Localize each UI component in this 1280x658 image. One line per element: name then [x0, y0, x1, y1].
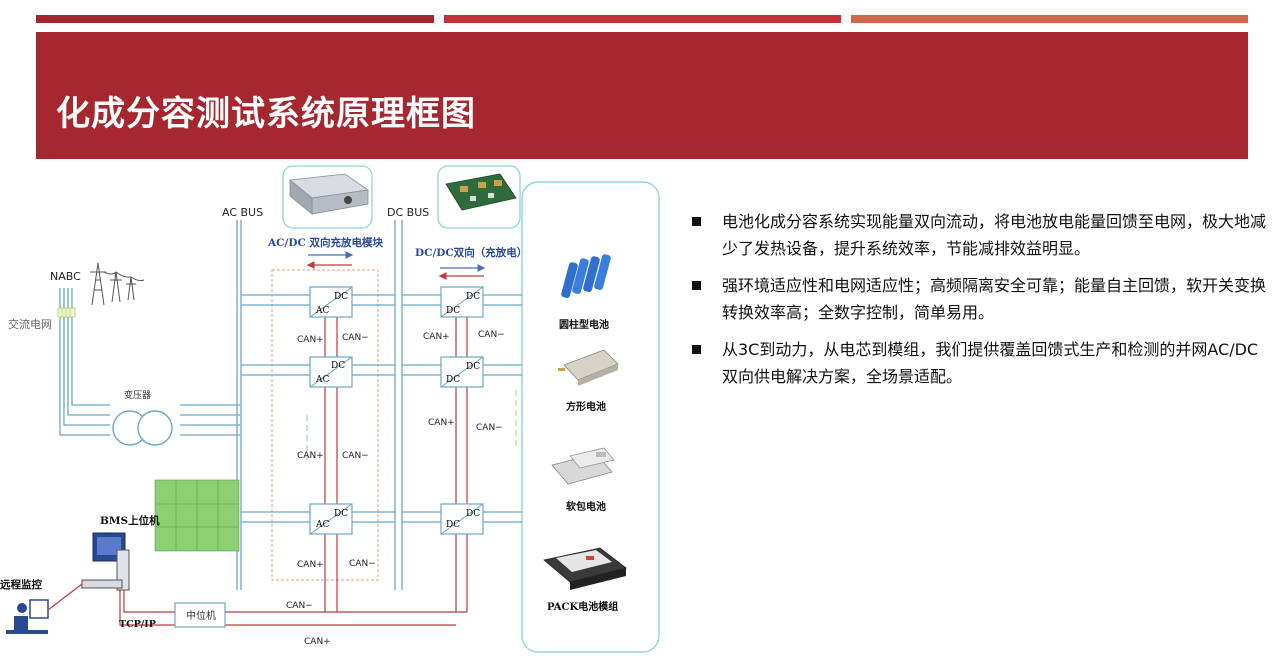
pack-battery-image [543, 547, 627, 590]
ac-grid-lines [59, 288, 240, 436]
remote-label: 远程监控 [0, 578, 42, 591]
can-plus-label: CAN+ [297, 560, 324, 570]
pouch-battery-image [551, 447, 615, 485]
bms-host-label: BMS上位机 [100, 514, 160, 527]
can-bus-lines [119, 310, 468, 626]
dc-bus-label: DC BUS [387, 206, 429, 219]
bullet-square-icon [692, 345, 701, 354]
top-accent-bar-2 [444, 15, 841, 23]
cylindrical-battery-image [561, 254, 611, 299]
grid-label: 交流电网 [8, 317, 52, 331]
can-plus-label: CAN+ [428, 418, 455, 428]
can-plus-label: CAN+ [423, 332, 450, 342]
grid-fuses [57, 307, 76, 318]
can-minus-label: CAN− [342, 451, 369, 461]
block-dc-label: DC [331, 361, 345, 371]
battery-label-prismatic: 方形电池 [566, 400, 606, 413]
row-connections [241, 294, 522, 523]
energy-flow-arrows [306, 251, 486, 280]
can-labels: CAN+ CAN− CAN+ CAN− CAN+ CAN− CAN+ CAN− … [286, 330, 505, 647]
acdc-converter-2: DC AC [309, 356, 353, 388]
dcdc-converter-1: DC DC [440, 286, 484, 318]
tcp-ip-label: TCP/IP [119, 619, 156, 630]
feature-item: 从3C到动力，从电芯到模组，我们提供覆盖回馈式生产和检测的并网AC/DC双向供电… [690, 336, 1270, 390]
dcdc-converter-2: DC DC [440, 356, 484, 388]
can-dashed-segments [306, 390, 517, 460]
nabc-label: NABC [50, 270, 81, 283]
block-dc-label: DC [446, 306, 460, 316]
battery-panel [521, 181, 660, 653]
mid-unit-box [174, 602, 226, 628]
block-dc-label: DC [334, 509, 348, 519]
block-ac-label: AC [315, 375, 329, 385]
feature-list: 电池化成分容系统实现能量双向流动，将电池放电能量回馈至电网，极大地减少了发热设备… [690, 208, 1270, 400]
block-dc-label: DC [446, 375, 460, 385]
feature-text: 电池化成分容系统实现能量双向流动，将电池放电能量回馈至电网，极大地减少了发热设备… [722, 212, 1267, 258]
transformer-icon [112, 410, 173, 446]
remote-user-icon [6, 599, 49, 634]
feature-text: 强环境适应性和电网适应性；高频隔离安全可靠；能量自主回馈，软开关变换转换效率高；… [722, 276, 1267, 322]
bms-monitor-grid-image [154, 479, 240, 552]
can-plus-label: CAN+ [297, 335, 324, 345]
feature-item: 强环境适应性和电网适应性；高频隔离安全可靠；能量自主回馈，软开关变换转换效率高；… [690, 272, 1270, 326]
dcdc-converter-3: DC DC [440, 503, 484, 535]
block-dc-label: DC [446, 520, 460, 530]
dcdc-module-image [437, 165, 521, 229]
can-minus-label: CAN− [478, 330, 505, 340]
can-minus-label: CAN− [342, 333, 369, 343]
power-tower-icon [90, 262, 145, 306]
can-minus-label: CAN− [286, 601, 313, 611]
bullet-square-icon [692, 281, 701, 290]
top-accent-bar-1 [36, 15, 434, 23]
ac-bus-label: AC BUS [222, 206, 263, 219]
block-dc-label: DC [334, 292, 348, 302]
block-ac-label: AC [315, 520, 329, 530]
title-banner: 化成分容测试系统原理框图 [36, 32, 1248, 159]
block-dc-label: DC [466, 362, 480, 372]
battery-label-pack: PACK电池模组 [547, 600, 618, 613]
top-accent-bar-3 [851, 15, 1248, 23]
acdc-module-title: AC/DC 双向充放电模块 [267, 236, 383, 249]
feature-text: 从3C到动力，从电芯到模组，我们提供覆盖回馈式生产和检测的并网AC/DC双向供电… [722, 340, 1259, 386]
block-dc-label: DC [466, 292, 480, 302]
page-title: 化成分容测试系统原理框图 [56, 94, 476, 134]
computer-icon [81, 532, 130, 591]
mid-unit-label: 中位机 [186, 609, 216, 622]
system-diagram: NABC 交流电网 变压器 AC BUS DC BUS [0, 165, 660, 653]
can-plus-label: CAN+ [297, 451, 324, 461]
acdc-converter-3: DC AC [309, 503, 353, 535]
dc-bus-lines [394, 220, 403, 590]
transformer-label: 变压器 [124, 389, 151, 401]
prismatic-battery-image [558, 349, 619, 386]
block-ac-label: AC [315, 306, 329, 316]
acdc-module-group [271, 269, 379, 581]
can-minus-label: CAN− [476, 423, 503, 433]
dcdc-module-title: DC/DC双向（充放电） [415, 246, 527, 259]
remote-link-line [47, 583, 83, 611]
bullet-square-icon [692, 217, 701, 226]
battery-label-pouch: 软包电池 [566, 500, 606, 513]
feature-item: 电池化成分容系统实现能量双向流动，将电池放电能量回馈至电网，极大地减少了发热设备… [690, 208, 1270, 262]
acdc-module-image [282, 165, 373, 229]
block-dc-label: DC [466, 509, 480, 519]
can-minus-label: CAN− [349, 559, 376, 569]
battery-label-cylindrical: 圆柱型电池 [559, 318, 609, 331]
can-plus-label: CAN+ [304, 637, 331, 647]
acdc-converter-1: DC AC [309, 286, 353, 318]
